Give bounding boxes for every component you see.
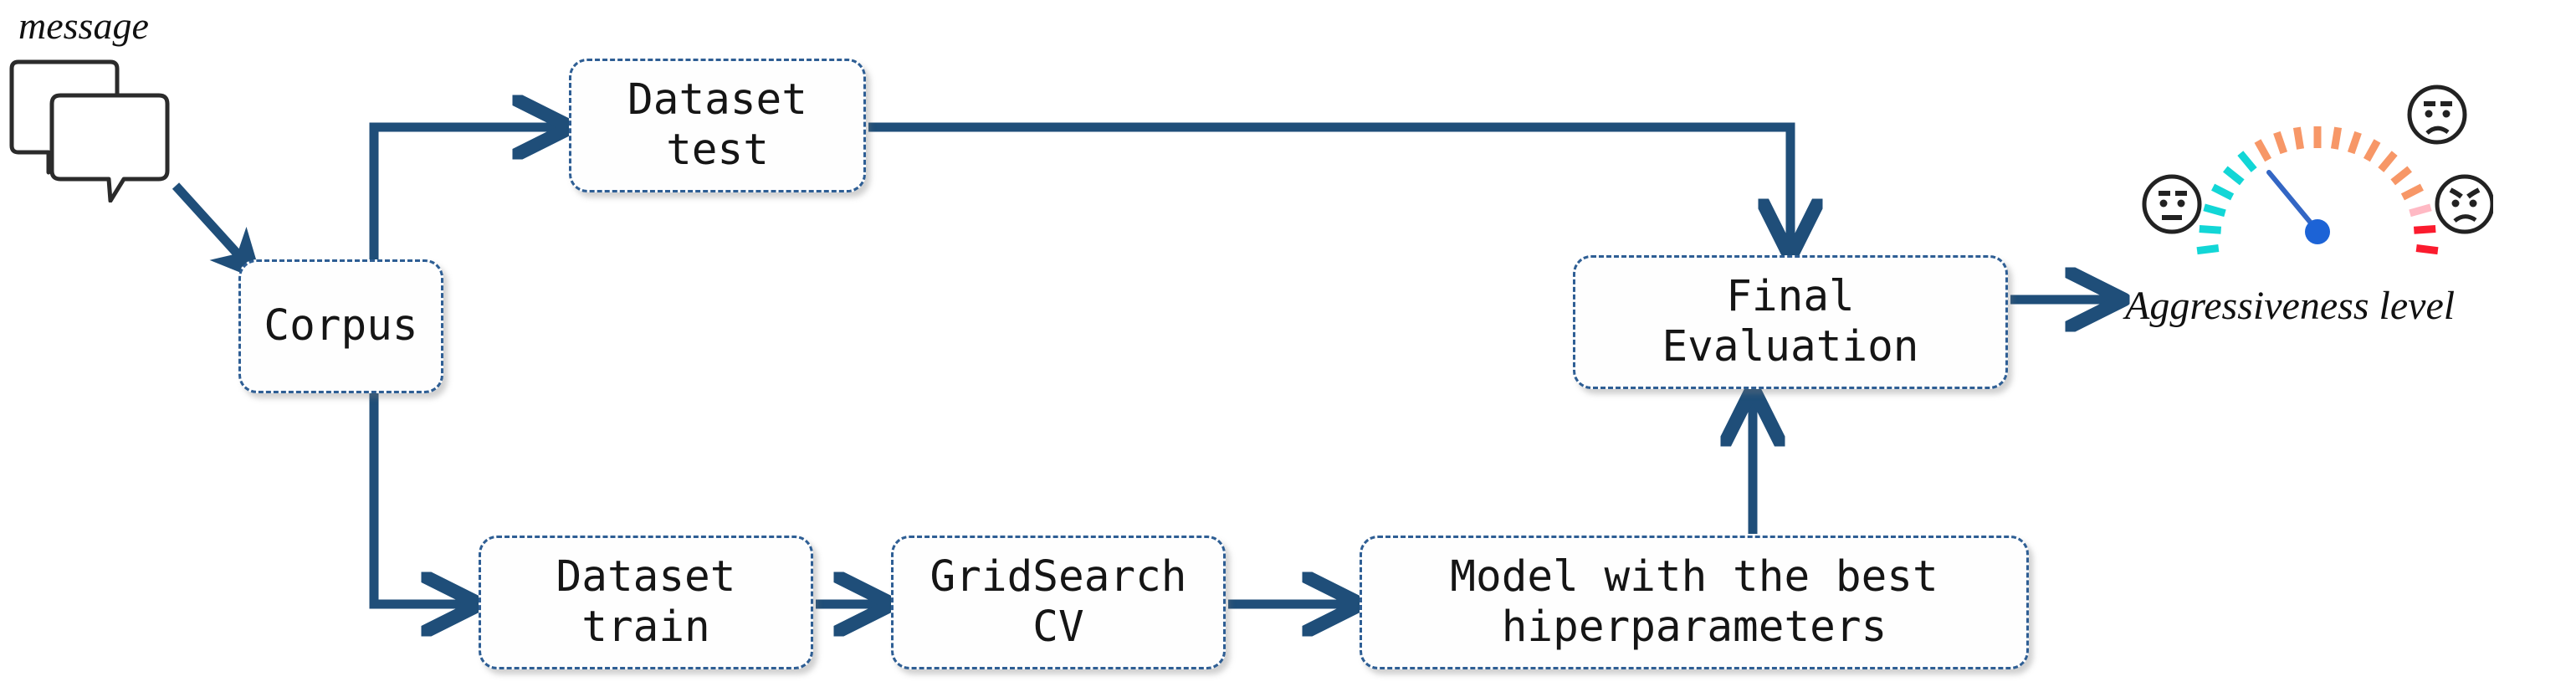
aggressiveness-level-label: Aggressiveness level <box>2125 284 2456 328</box>
edge-corpus-to-dataset-train <box>369 393 471 604</box>
neutral-face-icon <box>2142 174 2202 234</box>
gauge-zone-medium <box>2254 126 2424 201</box>
node-dataset-test[interactable]: Dataset test <box>569 59 866 192</box>
gauge-zone-low <box>2196 151 2257 255</box>
node-best-model[interactable]: Model with the best hiperparameters <box>1360 536 2029 669</box>
node-gridsearch-cv[interactable]: GridSearch CV <box>891 536 1226 669</box>
aggressiveness-gauge-icon <box>2142 67 2495 259</box>
gauge-needle <box>2266 170 2320 233</box>
node-dataset-train[interactable]: Dataset train <box>479 536 813 669</box>
speech-bubbles-icon <box>8 52 218 203</box>
message-input-label: message <box>18 4 149 47</box>
gauge-zone-transition <box>2409 203 2432 218</box>
edge-corpus-to-dataset-test <box>369 127 562 259</box>
node-final-evaluation[interactable]: Final Evaluation <box>1573 255 2008 389</box>
angry-face-icon <box>2435 174 2495 234</box>
gauge-zone-high <box>2413 225 2439 255</box>
node-corpus[interactable]: Corpus <box>238 259 443 393</box>
edge-dataset-test-to-final-eval <box>868 122 1790 249</box>
worried-face-icon <box>2407 85 2467 145</box>
gauge-needle-hub <box>2305 219 2330 244</box>
